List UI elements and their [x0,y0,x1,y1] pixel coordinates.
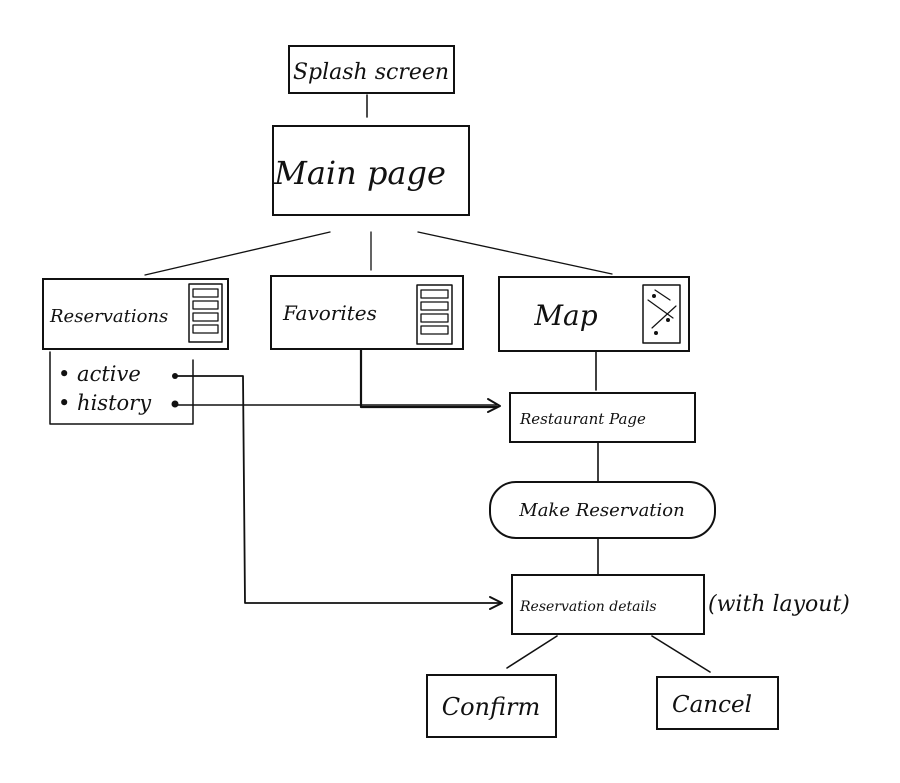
connector-main-reservations [144,231,331,276]
cancel-label: Cancel [672,692,752,718]
node-make-reservation: Make Reservation [489,481,716,539]
node-splash-screen: Splash screen [288,45,455,94]
history-dot [171,400,179,408]
node-map: Map [498,276,690,352]
cancel-box [656,676,779,730]
splash-label: Splash screen [293,60,449,85]
connector-main-map [417,231,613,275]
node-main-page: Main page [272,125,470,216]
list-icon [416,284,453,345]
make-reservation-label: Make Reservation [518,500,684,521]
arrowhead-restaurant [487,398,501,413]
map-label: Map [533,299,597,332]
make-reservation-box [489,481,716,539]
reservations-label: Reservations [49,306,168,327]
list-icon [188,283,223,343]
reservations-submenu: • active • history [49,351,194,425]
connector-favorites-restaurant [359,348,499,409]
main-box [272,125,470,216]
submenu-item-active: • active [58,362,141,386]
connectors [144,94,711,673]
connector-details-cancel [651,635,711,673]
node-reservations: Reservations [42,278,229,350]
reservation-details-label: Reservation details [519,599,657,615]
restaurant-label: Restaurant Page [519,410,646,428]
reservation-details-box [511,574,705,635]
arrowhead-details [489,596,503,610]
main-label: Main page [273,154,446,192]
favorites-label: Favorites [282,301,377,325]
splash-box [288,45,455,94]
restaurant-box [509,392,696,443]
node-reservation-details: Reservation details [511,574,705,635]
submenu-item-history: • history [58,391,152,415]
favorites-box [270,275,464,350]
connector-active-details [176,375,501,604]
active-dot [172,373,178,379]
map-box [498,276,690,352]
layout-annotation: (with layout) [708,592,850,617]
confirm-label: Confirm [442,693,541,721]
map-icon [642,284,681,344]
node-restaurant-page: Restaurant Page [509,392,696,443]
node-confirm: Confirm [426,674,557,738]
submenu-box [49,351,194,425]
connector-details-confirm [506,635,558,669]
node-favorites: Favorites [270,275,464,350]
confirm-box [426,674,557,738]
node-cancel: Cancel [656,676,779,730]
reservations-box [42,278,229,350]
